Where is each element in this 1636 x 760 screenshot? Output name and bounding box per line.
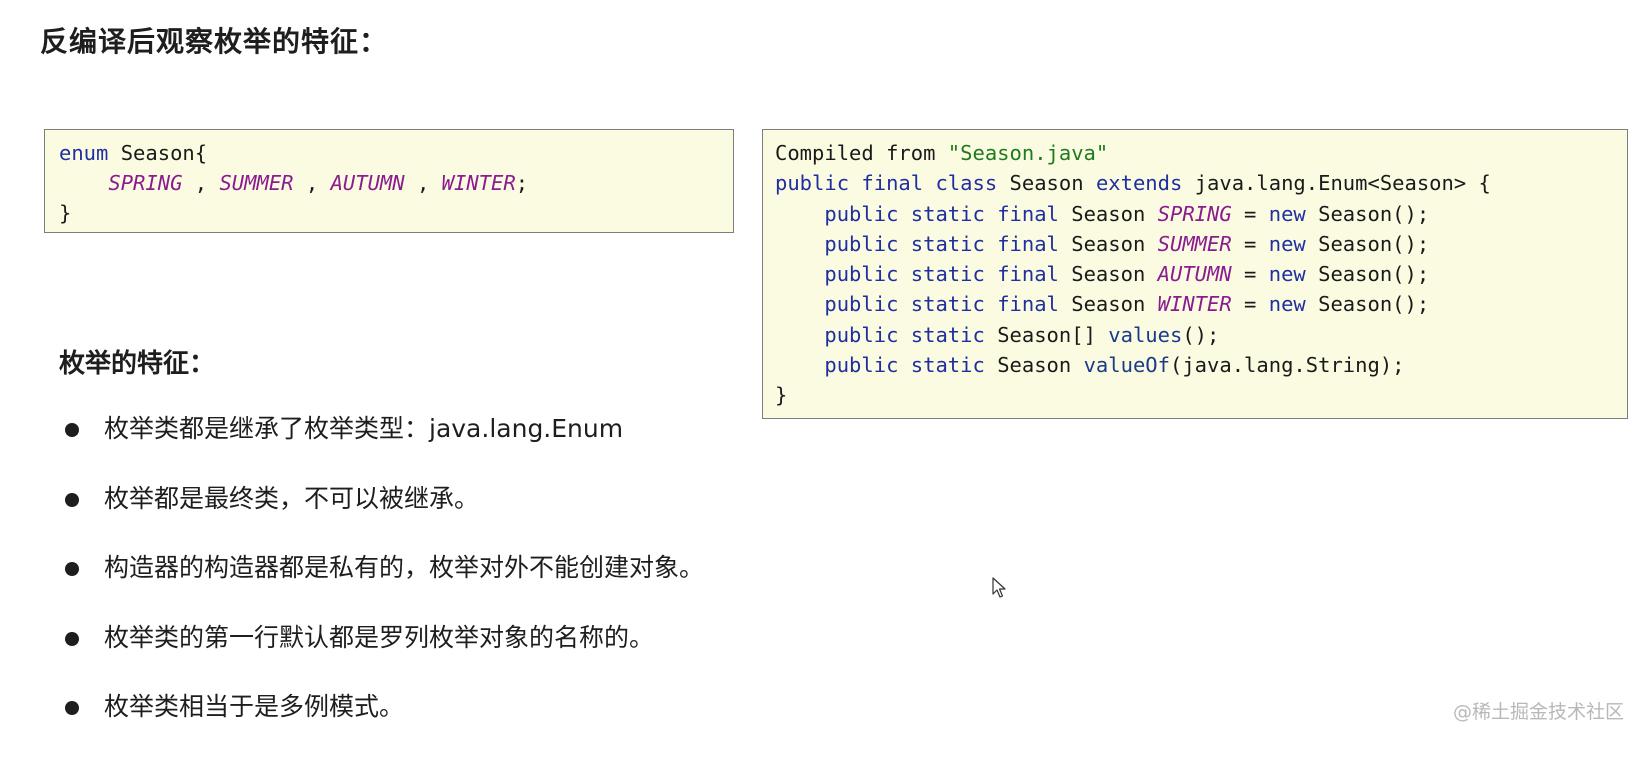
keyword-class: class xyxy=(935,171,998,196)
keyword-new: new xyxy=(1268,201,1306,226)
constructor-call: Season(); xyxy=(1318,262,1430,287)
keyword-static: static xyxy=(910,231,985,256)
features-title: 枚举的特征： xyxy=(59,349,216,379)
field-type: Season xyxy=(1071,292,1146,317)
keyword-static: static xyxy=(910,201,985,226)
list-item: 枚举类的第一行默认都是罗列枚举对象的名称的。 xyxy=(60,621,704,691)
semicolon: ; xyxy=(515,171,529,195)
field-type: Season xyxy=(1071,201,1146,226)
keyword-extends: extends xyxy=(1095,171,1183,196)
bullet-icon xyxy=(65,631,79,646)
enum-constant: AUTUMN xyxy=(330,171,405,195)
keyword-public: public xyxy=(824,322,899,347)
keyword-new: new xyxy=(1268,231,1306,256)
keyword-public: public xyxy=(824,262,899,287)
code-line-field: public static final Season WINTER = new … xyxy=(775,289,1627,319)
constructor-call: Season(); xyxy=(1318,231,1430,256)
code-line-class-decl: public final class Season extends java.l… xyxy=(775,168,1627,198)
code-line-field: public static final Season SUMMER = new … xyxy=(775,229,1627,259)
bullet-icon xyxy=(65,423,79,437)
watermark: @稀土掘金技术社区 xyxy=(1452,701,1624,723)
feature-text: 枚举类的第一行默认都是罗列枚举对象的名称的。 xyxy=(104,622,655,652)
enum-constant: SUMMER xyxy=(219,171,294,195)
bullet-icon xyxy=(65,492,79,507)
keyword-final: final xyxy=(997,231,1059,256)
keyword-enum: enum xyxy=(59,141,109,165)
keyword-final: final xyxy=(997,201,1059,226)
features-list: 枚举类都是继承了枚举类型：java.lang.Enum 枚举都是最终类，不可以被… xyxy=(60,412,704,760)
separator: , xyxy=(404,171,442,195)
field-type: Season xyxy=(1071,262,1146,287)
field-name: AUTUMN xyxy=(1157,262,1232,287)
code-line-enum-decl: enum Season{ xyxy=(59,138,733,168)
field-type: Season xyxy=(1071,231,1146,256)
field-name: SPRING xyxy=(1157,201,1232,226)
feature-text: 枚举类相当于是多例模式。 xyxy=(104,692,405,721)
return-type: Season[] xyxy=(997,322,1096,347)
bullet-icon xyxy=(65,562,79,576)
keyword-public: public xyxy=(824,353,899,378)
file-name-string: "Season.java" xyxy=(947,141,1109,165)
compiled-from-label: Compiled from xyxy=(775,141,948,165)
code-line-close: } xyxy=(775,383,788,408)
assign: = xyxy=(1231,292,1269,317)
separator: , xyxy=(293,171,331,195)
feature-text: 枚举类都是继承了枚举类型：java.lang.Enum xyxy=(104,414,624,443)
keyword-final: final xyxy=(861,171,924,196)
feature-text: 构造器的构造器都是私有的，枚举对外不能创建对象。 xyxy=(104,553,705,582)
method-name: valueOf xyxy=(1083,353,1170,378)
code-line-values-method: public static Season[] values(); xyxy=(775,320,1627,350)
class-name: Season xyxy=(1009,171,1084,196)
keyword-public: public xyxy=(824,231,899,256)
constructor-call: Season(); xyxy=(1318,292,1430,317)
keyword-public: public xyxy=(824,201,899,226)
field-name: WINTER xyxy=(1157,292,1232,317)
enum-source-code-box: enum Season{ SPRING , SUMMER , AUTUMN , … xyxy=(44,129,734,233)
code-line-close: } xyxy=(59,201,72,225)
assign: = xyxy=(1231,201,1269,226)
code-line-constants: SPRING , SUMMER , AUTUMN , WINTER; xyxy=(59,168,733,198)
assign: = xyxy=(1231,262,1269,287)
method-name: values xyxy=(1108,322,1183,347)
keyword-static: static xyxy=(910,322,985,347)
keyword-final: final xyxy=(997,292,1059,317)
feature-text: 枚举都是最终类，不可以被继承。 xyxy=(104,483,480,513)
code-line-valueof-method: public static Season valueOf(java.lang.S… xyxy=(775,350,1627,380)
code-line-field: public static final Season SPRING = new … xyxy=(775,199,1627,229)
enum-name: Season{ xyxy=(120,141,208,165)
mouse-cursor-icon xyxy=(992,577,1006,598)
keyword-final: final xyxy=(997,262,1059,287)
keyword-new: new xyxy=(1268,262,1306,287)
separator: , xyxy=(182,171,220,195)
list-item: 枚举类相当于是多例模式。 xyxy=(60,690,704,760)
field-name: SUMMER xyxy=(1157,231,1232,256)
keyword-static: static xyxy=(910,292,985,317)
list-item: 枚举都是最终类，不可以被继承。 xyxy=(60,482,704,552)
code-line-compiled-from: Compiled from "Season.java" xyxy=(775,138,1627,168)
method-params: (); xyxy=(1182,322,1220,347)
bullet-icon xyxy=(65,701,79,715)
list-item: 构造器的构造器都是私有的，枚举对外不能创建对象。 xyxy=(60,551,704,621)
return-type: Season xyxy=(997,353,1072,378)
method-params: (java.lang.String); xyxy=(1170,353,1405,378)
code-line-field: public static final Season AUTUMN = new … xyxy=(775,259,1627,289)
constructor-call: Season(); xyxy=(1318,201,1430,226)
assign: = xyxy=(1231,231,1269,256)
enum-constant: SPRING xyxy=(108,171,183,195)
keyword-static: static xyxy=(910,262,985,287)
decompiled-code-box: Compiled from "Season.java" public final… xyxy=(762,129,1628,419)
keyword-public: public xyxy=(775,171,850,196)
enum-constant: WINTER xyxy=(441,171,516,195)
list-item: 枚举类都是继承了枚举类型：java.lang.Enum xyxy=(60,412,704,482)
parent-class: java.lang.Enum<Season> { xyxy=(1194,171,1491,196)
keyword-new: new xyxy=(1268,292,1306,317)
keyword-public: public xyxy=(824,292,899,317)
page-title: 反编译后观察枚举的特征： xyxy=(40,25,389,58)
keyword-static: static xyxy=(910,353,985,378)
